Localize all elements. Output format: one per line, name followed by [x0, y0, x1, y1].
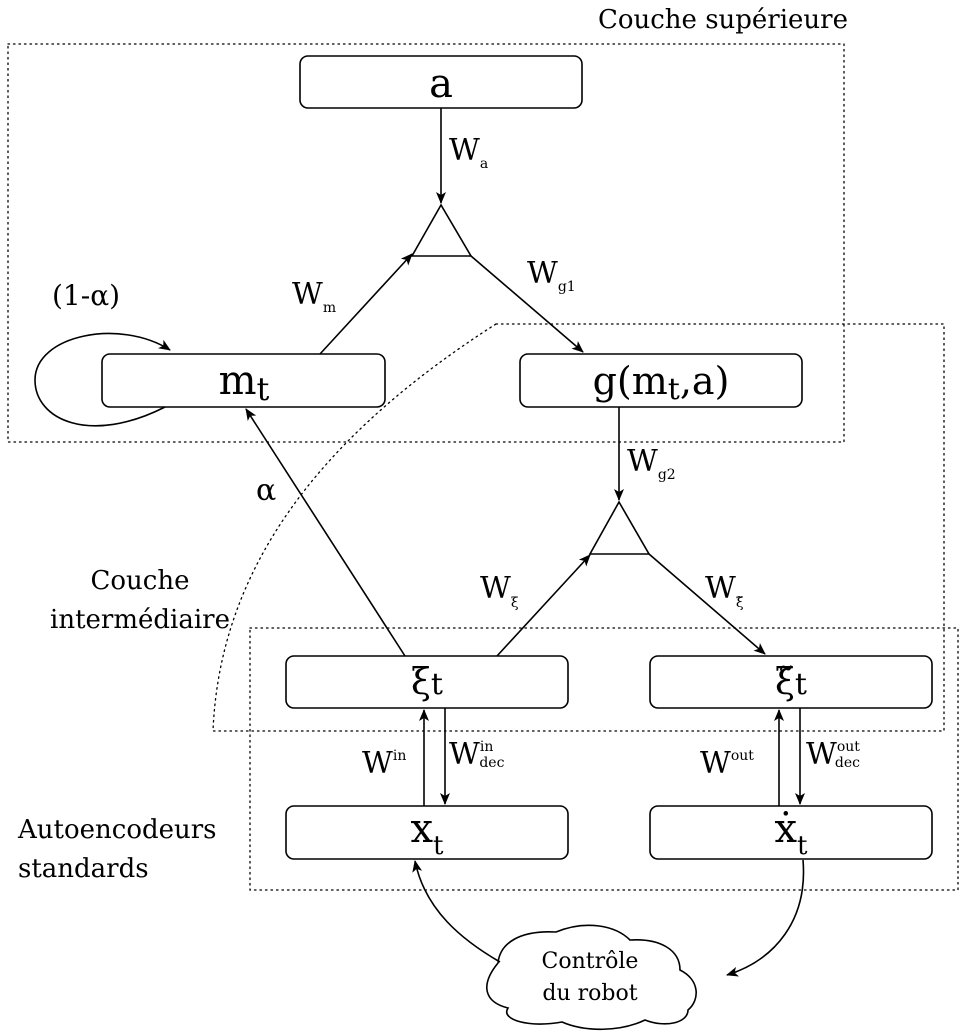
weight-wa-label: Wa [449, 133, 488, 172]
robot-control-label-line2: du robot [542, 981, 637, 1006]
edge-m-to-combiner [319, 253, 413, 355]
node-x-dot-label: ẋt [774, 806, 808, 861]
alpha-rate-label: α [256, 473, 276, 508]
weight-wg2-label: Wg2 [627, 444, 676, 483]
bottom-layer-region [249, 627, 959, 891]
bottom-layer-label-line2: standards [18, 854, 149, 884]
weight-wxi-label: Wξ [480, 571, 519, 611]
self-loop-rate-label: (1-α) [52, 279, 120, 312]
edge-combiner-to-xi-tilde [648, 553, 766, 655]
middle-layer-label-line1: Couche [91, 566, 190, 596]
weight-wg1-label: Wg1 [527, 256, 576, 295]
middle-layer-label-line2: intermédiaire [50, 605, 230, 635]
node-a-label: a [429, 61, 453, 107]
node-g-label: g(mt,a) [593, 359, 730, 407]
node-m [101, 353, 386, 408]
edge-xi-to-m [245, 408, 406, 657]
weight-wout-label: Wout [700, 746, 754, 781]
bottom-layer-label-line1: Autoencodeurs [17, 815, 217, 845]
combiner-middle [588, 500, 651, 555]
node-x [285, 805, 569, 860]
node-g [519, 353, 803, 408]
node-x-dot [649, 805, 933, 860]
node-xi-tilde-label: ξ̃t [775, 662, 807, 703]
weight-wxi-tilde-label: Wξ̃ [705, 571, 744, 611]
weight-win-label: Win [362, 746, 406, 781]
combiner-top [410, 203, 473, 257]
edge-m-self-loop [34, 332, 171, 427]
node-x-label: xt [410, 806, 444, 861]
node-xi [285, 655, 569, 709]
edge-xdot-to-robot [726, 859, 805, 977]
edge-robot-to-x [412, 860, 501, 963]
weight-wm-label: Wm [292, 277, 336, 316]
robot-control-label-line1: Contrôle [542, 949, 639, 974]
node-xi-label: ξt [411, 662, 443, 703]
node-m-label: mt [219, 358, 270, 408]
node-xi-tilde [649, 655, 933, 709]
top-layer-label: Couche supérieure [598, 5, 848, 35]
robot-control-cloud [486, 924, 697, 1031]
top-layer-region [7, 43, 845, 443]
edge-combiner-to-g [470, 255, 584, 353]
edge-xi-to-combiner [496, 554, 591, 657]
